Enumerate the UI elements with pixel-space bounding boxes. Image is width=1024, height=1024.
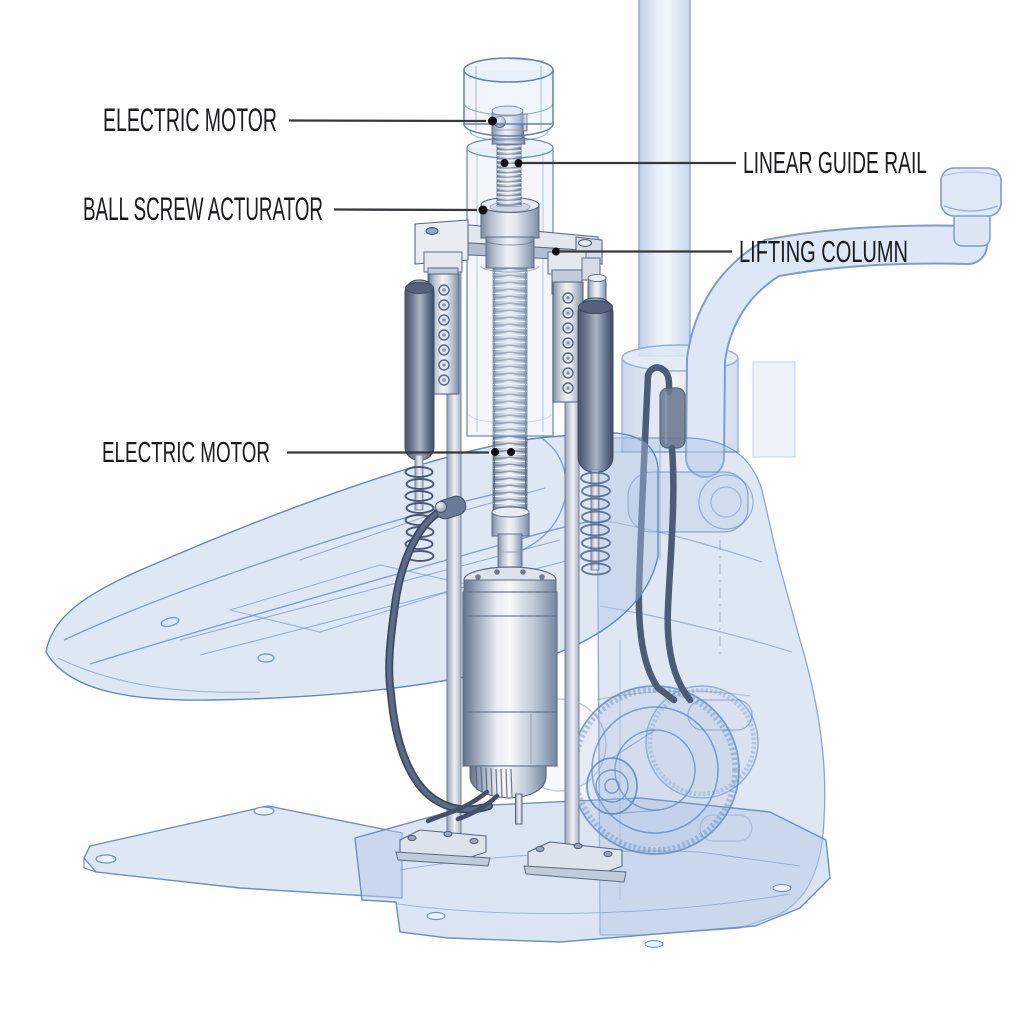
rail-holes-left <box>438 284 450 386</box>
guide-rail-left <box>404 251 463 562</box>
motor-wire-1 <box>425 789 490 824</box>
rail-holes-right <box>562 292 574 394</box>
annotations: ELECTRIC MOTOR BALL SCREW ACTURATOR LINE… <box>83 102 927 469</box>
motor-end-cap <box>469 765 547 799</box>
ball-nut <box>480 196 540 273</box>
annotation-ball-screw-actuator: BALL SCREW ACTURATOR <box>83 191 488 227</box>
ghost-actuator-end <box>698 474 754 530</box>
motor-splines <box>475 765 513 798</box>
mounting-foot-right <box>523 841 627 883</box>
housing-rib <box>752 361 796 458</box>
label-electric-motor-top: ELECTRIC MOTOR <box>103 102 277 138</box>
annotation-linear-guide-rail: LINEAR GUIDE RAIL <box>500 146 927 180</box>
motor-pin <box>515 793 523 825</box>
leader-ball-screw-actuator <box>333 208 478 212</box>
cable-top-bend <box>644 364 673 396</box>
leader-electric-motor-top <box>288 119 487 123</box>
leader-dot <box>491 448 499 456</box>
motor-wire-2 <box>455 793 500 822</box>
cable-to-gearbox <box>664 444 694 704</box>
label-linear-guide-rail: LINEAR GUIDE RAIL <box>743 146 927 180</box>
crank-knob <box>940 167 1002 217</box>
annotation-electric-motor-top: ELECTRIC MOTOR <box>103 102 497 138</box>
damper-left <box>404 279 435 461</box>
leader-dot <box>500 159 509 167</box>
hand-crank <box>685 167 1002 478</box>
annotation-lifting-column: LIFTING COLUMN <box>552 235 908 269</box>
leader-dot <box>552 247 560 256</box>
annotation-electric-motor-lower: ELECTRIC MOTOR <box>102 437 515 469</box>
motor-body <box>462 591 558 767</box>
leader-dot <box>507 448 515 456</box>
leader-dot <box>478 205 488 215</box>
cables <box>385 495 500 824</box>
base-plate-left <box>83 805 403 899</box>
cable-ball-joint <box>435 501 447 513</box>
ball-screw-shaft <box>492 239 528 515</box>
damper-right <box>577 297 614 473</box>
guide-rail-right <box>547 251 614 576</box>
label-electric-motor-lower: ELECTRIC MOTOR <box>102 437 270 469</box>
mounting-foot-left <box>395 829 491 867</box>
electric-motor <box>462 506 558 825</box>
leader-dot <box>488 116 497 126</box>
support-column-tube <box>638 0 691 357</box>
main-cable <box>386 505 492 812</box>
label-ball-screw-actuator: BALL SCREW ACTURATOR <box>83 191 323 227</box>
leader-dot <box>514 159 523 167</box>
spring-right <box>580 471 611 576</box>
cable-connector-right <box>635 364 694 704</box>
crank-arm <box>687 226 986 476</box>
cable-long-drop <box>635 372 678 704</box>
cable-connector-body <box>659 387 686 449</box>
lift-mechanism <box>385 57 627 883</box>
label-lifting-column: LIFTING COLUMN <box>739 235 908 269</box>
top-cap <box>463 57 554 142</box>
